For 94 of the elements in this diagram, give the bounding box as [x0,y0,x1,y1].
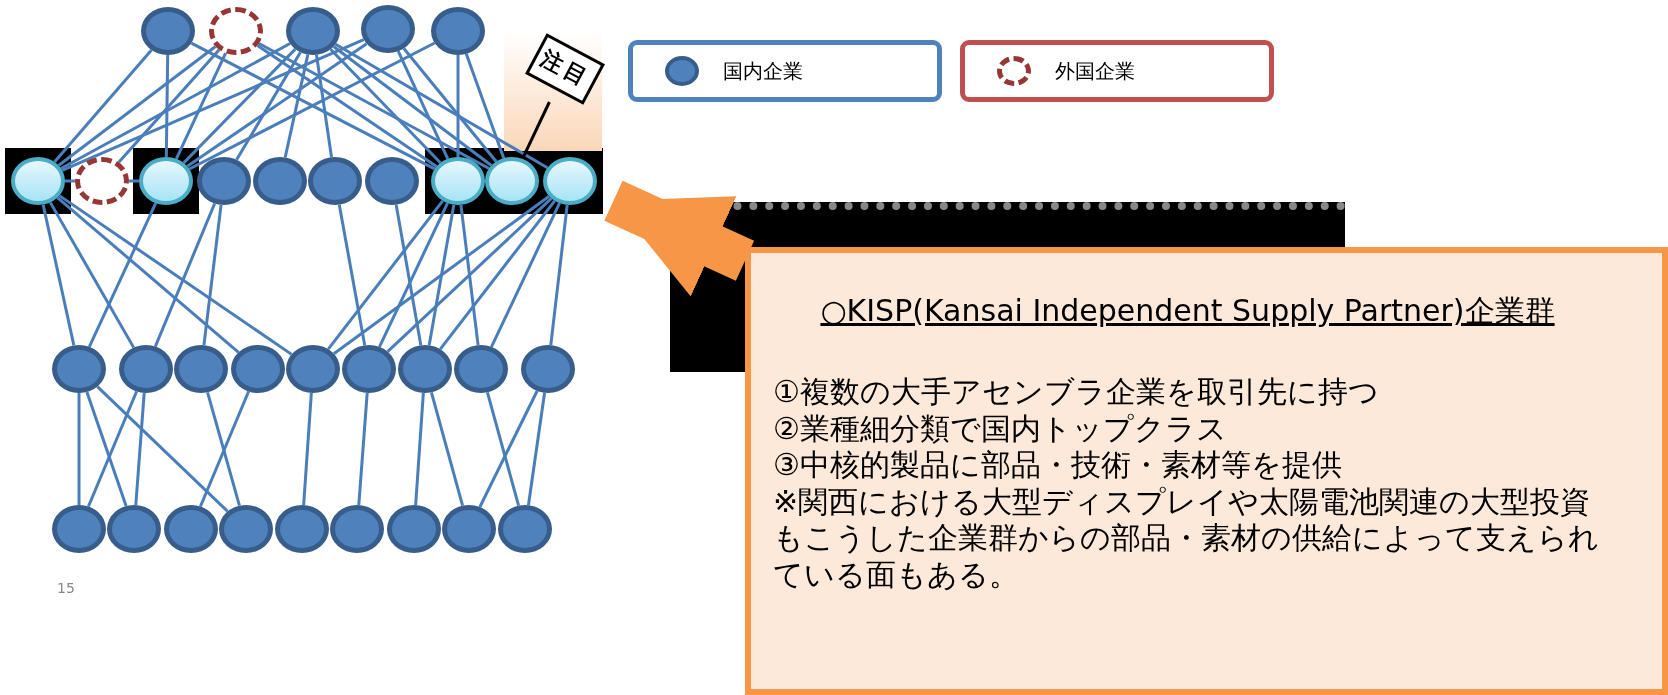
company-circle [361,5,415,53]
connector-line [357,392,369,506]
connector-line [394,204,423,346]
company-circle [164,505,218,553]
connector-line [327,199,444,351]
connector-line [329,48,442,164]
company-circle [398,345,452,393]
connector-line [117,48,221,164]
connector-line [235,51,302,161]
connector-line [429,391,465,507]
callout-text: ※関西における大型ディスプレイや太陽電池関連の大型投資もこうした企業群からの部品・素材の供給によって支えられている面もある。 [773,483,1600,594]
arrow [604,180,755,297]
company-circle [275,505,329,553]
company-circle [431,7,485,55]
company-circle [52,345,106,393]
connector-line [283,54,310,158]
legend-label: 外国企業 [1055,57,1135,85]
connector-line [206,391,241,507]
company-circle [442,505,496,553]
connector-line [61,38,365,172]
connector-line [87,390,138,508]
company-circle [342,345,396,393]
connector-line [378,202,449,348]
connector-line [478,390,539,508]
connector-line [315,54,333,158]
connector-line [202,204,223,346]
connector-line [48,201,136,349]
company-circle [365,157,419,205]
connector-line [41,204,76,346]
connector-line [186,42,368,168]
connector-line [60,42,291,170]
callout-title: ○KISP(Kansai Independent Supply Partner)企業群 [819,292,1556,330]
connector-line [456,55,460,157]
connector-line [258,42,490,170]
callout-text: ①複数の大手アセンブラ企業を取引先に持つ [773,374,1380,411]
connector-line [414,392,425,506]
connector-line [521,101,551,160]
connector-line [459,204,480,346]
connector-line [490,202,561,348]
company-circle [52,505,106,553]
company-circle [219,505,273,553]
callout-text: ③中核的製品に部品・技術・素材等を提供 [773,447,1343,484]
connector-line [427,204,456,346]
legend-label: 国内企業 [723,57,803,85]
connector-line [386,197,553,353]
callout-text: ②業種細分類で国内トップクラス [773,410,1228,448]
connector-line [57,45,217,167]
connector-line [134,392,146,506]
connector-line [337,204,367,346]
company-circle [286,345,340,393]
dashed-circle [209,7,263,55]
company-circle [141,7,195,55]
company-circle [454,345,508,393]
connector-line [464,53,506,159]
company-circle [521,345,575,393]
connector-line [153,202,217,348]
page-number: 15 [57,580,75,596]
connector-line [199,390,250,508]
connector-line [175,52,227,160]
company-circle [119,345,173,393]
connector-line [182,48,297,164]
connector-line [65,179,75,183]
company-circle [107,505,161,553]
connector-line [96,385,229,513]
connector-line [485,391,521,507]
connector-line [56,196,240,354]
callout-box [745,247,1668,695]
connector-line [332,195,551,355]
connector-line [526,392,547,506]
connector-line [332,45,493,167]
connector-line [302,392,313,506]
connector-line [129,179,139,183]
connector-line [58,194,293,356]
company-circle [231,345,285,393]
company-circle [498,505,552,553]
company-circle [387,505,441,553]
company-circle [197,157,251,205]
connector-line [549,204,569,346]
company-circle [253,157,307,205]
connector-line [87,202,158,348]
connector-line [439,199,556,351]
dashed-circle [75,157,129,205]
connector-line [256,44,438,168]
company-circle [174,345,228,393]
company-circle [308,157,362,205]
connector-line [53,49,153,163]
company-circle [286,7,340,55]
company-circle [330,505,384,553]
connector-line [334,42,549,170]
connector-line [402,47,498,163]
connector-line [164,54,170,158]
connector-line [396,50,450,160]
connector-line [85,391,128,507]
connector-line [77,393,81,505]
